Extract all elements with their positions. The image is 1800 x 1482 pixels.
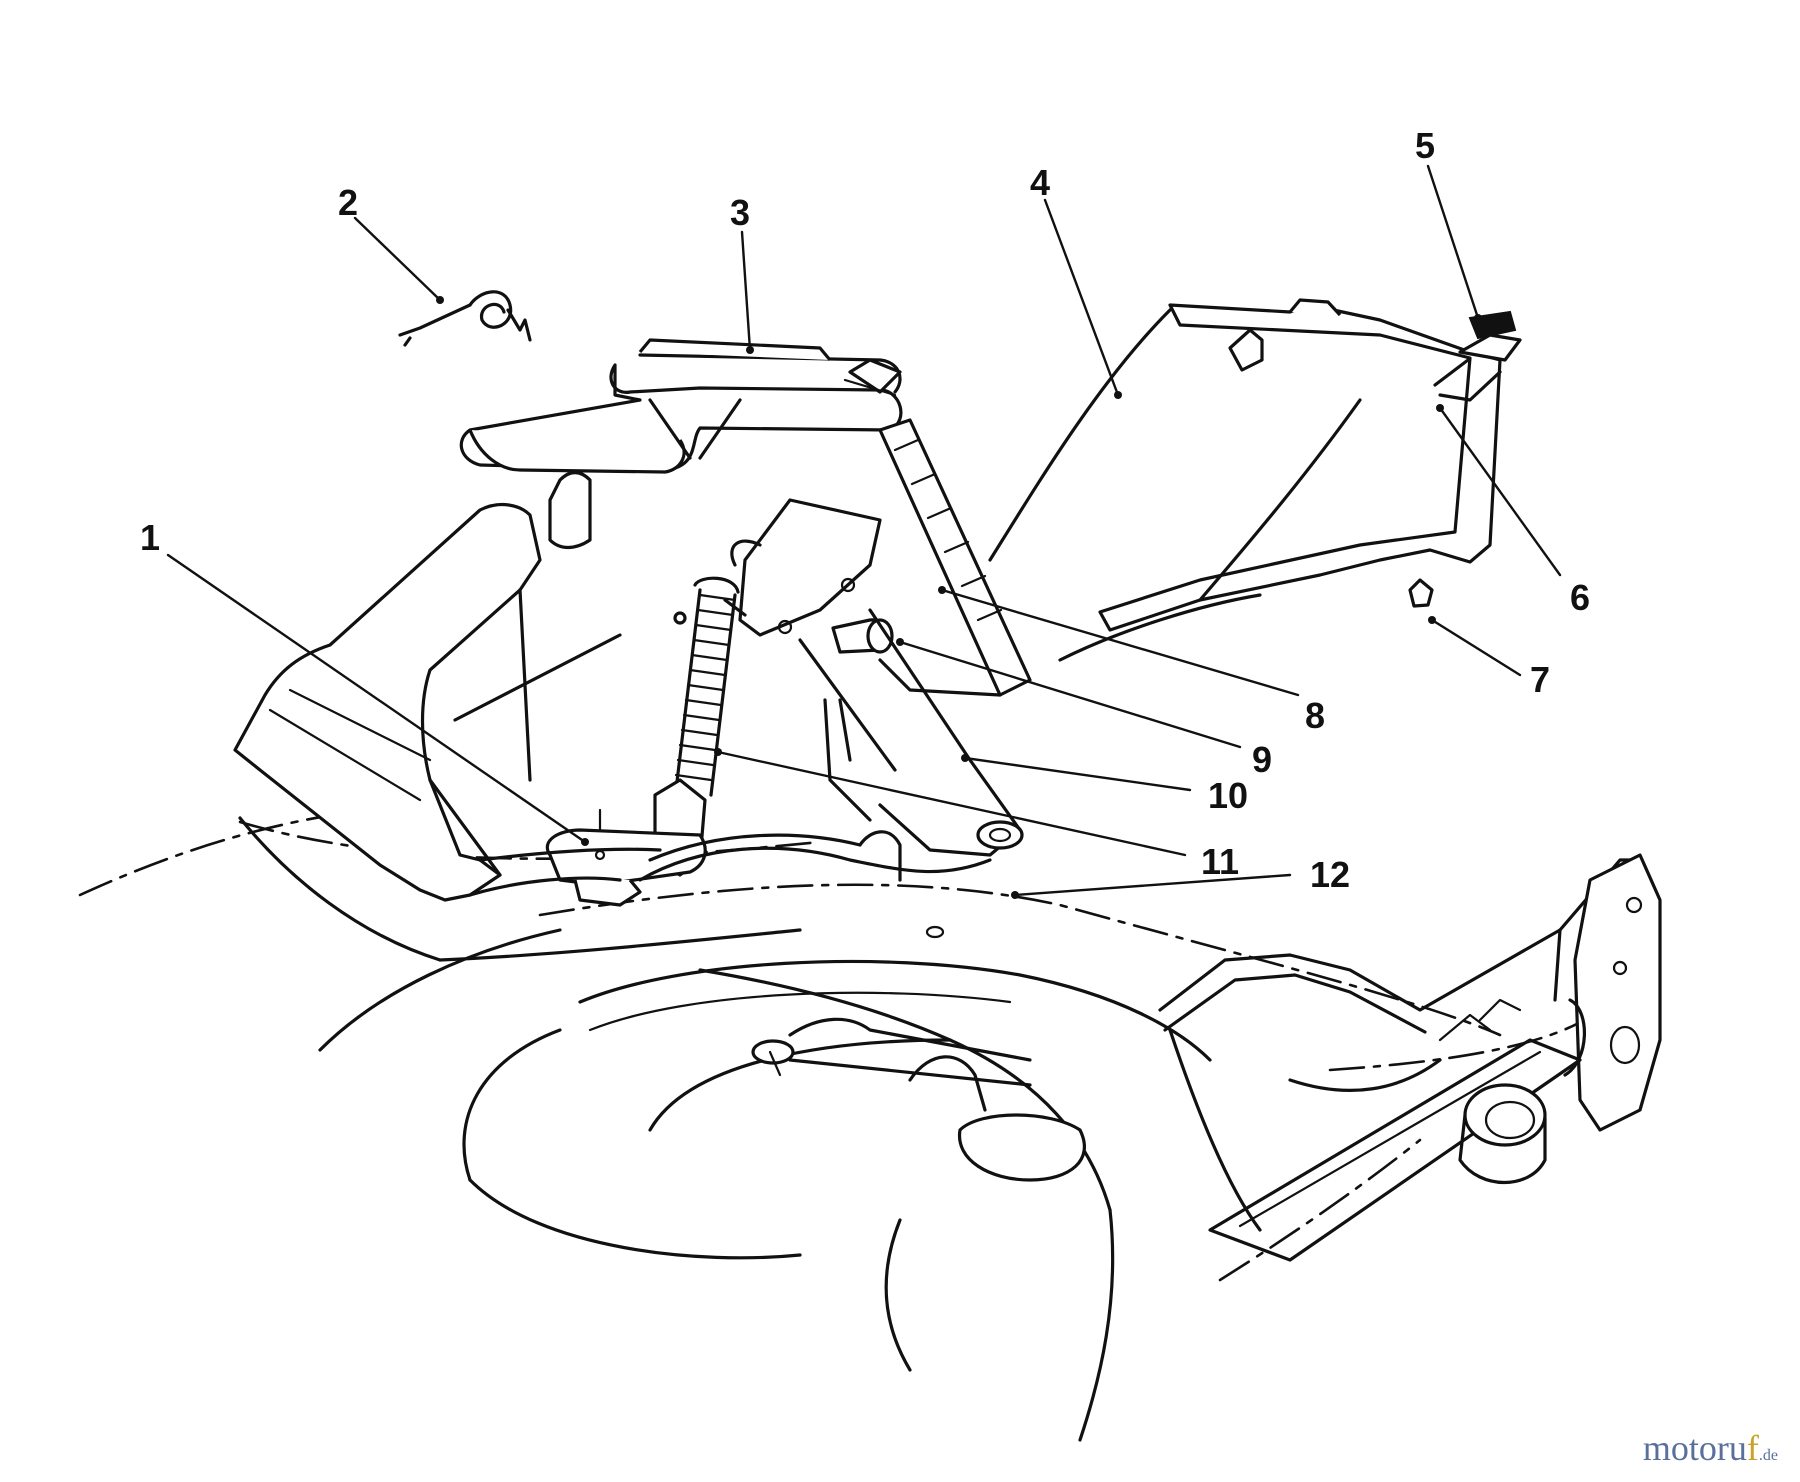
hinge-plate — [723, 498, 1024, 857]
callout-11: 11 — [1200, 841, 1240, 882]
watermark-tld: .de — [1758, 1447, 1778, 1464]
callout-9: 9 — [1251, 739, 1273, 780]
callout-7: 7 — [1529, 659, 1551, 700]
watermark-accent: f — [1746, 1428, 1759, 1468]
callout-3: 3 — [729, 192, 751, 233]
bail-handle — [459, 338, 1032, 697]
callout-6: 6 — [1569, 577, 1591, 618]
linkage-rod — [453, 633, 622, 722]
callout-10: 10 — [1207, 775, 1249, 816]
pivot-bracket — [545, 778, 992, 907]
callout-4: 4 — [1029, 162, 1051, 203]
left-housing — [233, 502, 662, 902]
callout-2: 2 — [337, 182, 359, 223]
callout-12: 12 — [1309, 854, 1351, 895]
deck-lip — [751, 1017, 1086, 1182]
torsion-spring-2 — [398, 290, 532, 347]
callout-8: 8 — [1304, 695, 1326, 736]
watermark-main: motoru — [1642, 1428, 1747, 1468]
grass-chute-frame — [988, 298, 1502, 662]
callout-5: 5 — [1414, 125, 1436, 166]
mower-deck — [78, 803, 1602, 1442]
rear-handle-bracket — [1158, 853, 1662, 1262]
callout-leaders — [166, 164, 1562, 899]
callout-1: 1 — [139, 517, 161, 558]
torsion-spring-assembly — [673, 539, 762, 797]
watermark-logo: motoruf.de — [1643, 1430, 1778, 1466]
